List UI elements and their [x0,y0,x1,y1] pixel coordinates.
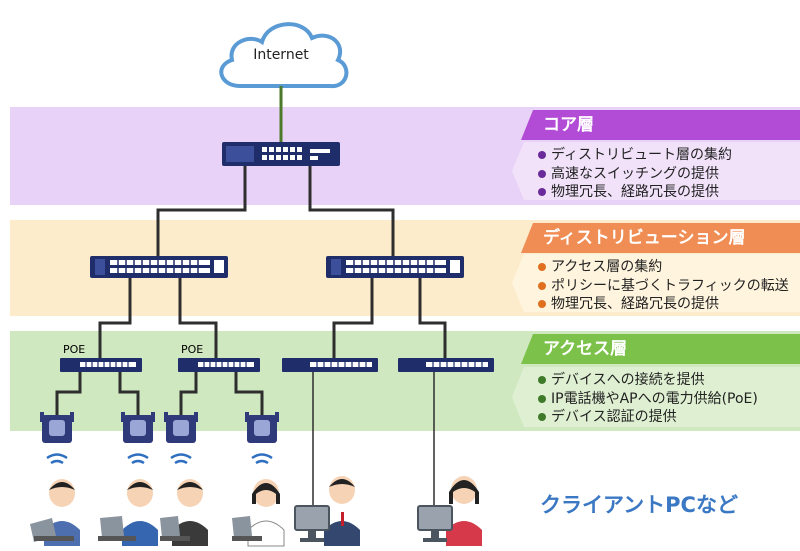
bullet-item: 物理冗長、経路冗長の提供 [538,295,800,312]
bullet-item: 物理冗長、経路冗長の提供 [538,183,800,200]
bullet-dot-icon [538,413,546,422]
poe-label: POE [181,343,204,356]
bullet-text: 物理冗長、経路冗長の提供 [551,184,719,200]
access-switch-icon [398,358,494,372]
bullet-dot-icon [538,188,546,197]
bullet-item: デバイス認証の提供 [538,408,800,427]
bullet-text: アクセス層の集約 [551,259,663,275]
access-switch-icon [60,358,142,372]
access-point-icon [40,412,74,465]
bullet-dot-icon [538,263,546,272]
distribution-layer-description: アクセス層の集約 ポリシーに基づくトラフィックの転送 物理冗長、経路冗長の提供 [512,254,800,312]
user-with-laptop-icon [30,479,80,546]
core-switch-icon [222,142,340,166]
distribution-layer-title: ディストリビューション層 [521,223,800,253]
bullet-item: ポリシーに基づくトラフィックの転送 [538,277,800,296]
user-with-laptop-icon [98,479,158,546]
bullet-dot-icon [538,151,546,160]
poe-label: POE [63,343,86,356]
cloud-icon [219,22,349,89]
core-layer-title: コア層 [521,110,800,140]
internet-label: Internet [253,47,309,63]
core-distribution-links [156,166,395,256]
access-pc-links [312,372,435,507]
bullet-item: アクセス層の集約 [538,258,800,277]
bullet-text: デバイス認証の提供 [551,409,677,425]
clients-label: クライアントPCなど [540,493,738,517]
bullet-dot-icon [538,169,546,178]
bullet-dot-icon [538,281,546,290]
bullet-text: 高速なスイッチングの提供 [551,165,719,182]
bullet-text: デバイスへの接続を提供 [551,372,705,388]
access-ap-links [55,372,264,415]
bullet-item: IP電話機やAPへの電力供給(PoE) [538,390,800,409]
bullet-text: 物理冗長、経路冗長の提供 [551,296,719,312]
user-at-desktop-icon [294,476,360,546]
bullet-text: ポリシーに基づくトラフィックの転送 [551,277,789,294]
bullet-item: ディストリビュート層の集約 [538,146,800,165]
access-switch-icon [178,358,260,372]
access-point-icon [121,412,155,465]
distribution-switch-icon [90,256,228,278]
access-layer-title: アクセス層 [521,334,800,364]
bullet-item: 高速なスイッチングの提供 [538,165,800,184]
user-with-laptop-icon [232,479,285,547]
bullet-item: デバイスへの接続を提供 [538,371,800,390]
access-point-icon [164,412,198,465]
distribution-switch-icon [326,256,464,278]
bullet-dot-icon [538,376,546,385]
access-switch-icon [282,358,378,372]
access-point-icon [245,412,279,465]
user-with-laptop-icon [160,479,208,546]
user-at-desktop-icon [417,476,482,546]
bullet-dot-icon [538,300,546,309]
bullet-text: IP電話機やAPへの電力供給(PoE) [551,390,758,407]
bullet-dot-icon [538,394,546,403]
core-layer-description: ディストリビュート層の集約 高速なスイッチングの提供 物理冗長、経路冗長の提供 [512,142,800,200]
bullet-text: ディストリビュート層の集約 [551,147,733,163]
distribution-access-links [98,278,447,358]
access-layer-description: デバイスへの接続を提供 IP電話機やAPへの電力供給(PoE) デバイス認証の提… [512,367,800,427]
